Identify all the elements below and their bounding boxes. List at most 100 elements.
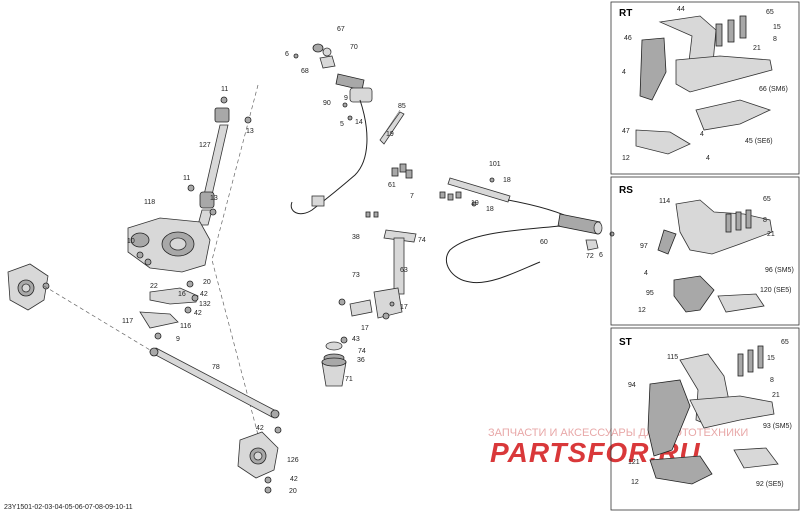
callout-main-39: 63 [400,267,408,274]
callout-main-17: 72 [586,253,594,260]
callout-st-1: 15 [767,355,775,362]
callout-main-7: 5 [340,121,344,128]
callout-main-37: 74 [418,237,426,244]
tie-rod-link-dashed [43,285,151,351]
callout-main-21: 13 [246,128,254,135]
callout-main-10: 61 [388,182,396,189]
callout-main-43: 36 [357,357,365,364]
callout-main-32: 117 [122,318,133,325]
callout-rt-2: 15 [773,24,781,31]
callout-main-11: 101 [489,161,501,168]
callout-st-5: 21 [772,392,780,399]
callout-main-41: 43 [352,336,360,343]
callout-main-14: 7 [410,193,414,200]
callout-rs-8: 120 (SE5) [760,287,792,294]
callout-main-49: 20 [289,488,297,495]
callout-rt-12: 4 [706,155,710,162]
callout-main-27: 20 [203,279,211,286]
variant-panels: RT RS ST [610,1,800,511]
callout-main-0: 67 [337,26,345,33]
callout-main-9: 19 [386,131,394,138]
callout-st-7: 121 [628,459,640,466]
callout-main-4: 90 [323,100,331,107]
callout-rt-6: 4 [622,69,626,76]
callout-main-13: 19 [471,200,479,207]
callout-st-9: 12 [631,479,639,486]
callout-st-8: 92 (SE5) [756,481,784,488]
callout-rt-4: 46 [624,35,632,42]
callout-rs-5: 4 [644,270,648,277]
callout-st-4: 94 [628,382,636,389]
callout-rs-0: 114 [659,198,670,205]
callout-main-33: 116 [180,323,191,330]
tie-rod [149,347,280,419]
callout-rs-9: 12 [638,307,646,314]
watermark: ЗАПЧАСТИ И АКСЕССУАРЫ ДЛЯ МОТОТЕХНИКИ PA… [488,427,748,468]
handlebar [379,109,405,145]
right-knuckle [237,426,282,494]
callout-main-34: 9 [176,336,180,343]
handlebar-top-parts [293,43,336,69]
callout-st-6: 93 (SM5) [763,423,792,430]
callout-main-30: 132 [199,301,211,308]
callout-main-8: 85 [398,103,406,110]
handlebar-right [447,177,576,221]
right-grip [445,213,615,284]
callout-main-40: 17 [400,304,408,311]
callout-rt-9: 47 [622,128,630,135]
rt-parts [635,15,773,155]
callout-main-28: 16 [178,291,186,298]
switch-parts [391,163,462,201]
panel-st-title: ST [619,337,632,348]
callout-main-29: 42 [200,291,208,298]
watermark-tagline: ЗАПЧАСТИ И АКСЕССУАРЫ ДЛЯ МОТОТЕХНИКИ [488,427,748,439]
callout-rs-7: 95 [646,290,654,297]
callout-main-22: 11 [183,175,190,182]
callout-main-24: 118 [144,199,155,206]
steering-post [321,211,417,387]
callout-main-23: 13 [210,195,218,202]
reference-dashed-line [211,84,263,451]
callout-main-1: 6 [285,51,289,58]
callout-rt-10: 45 (SE6) [745,138,773,145]
diagram-code: 23Y1501-02-03-04-05-06-07-08-09-10-11 [4,504,133,511]
callout-main-26: 22 [150,283,158,290]
callout-rt-5: 21 [753,45,761,52]
callout-rs-4: 21 [767,231,775,238]
callout-main-35: 78 [212,364,220,371]
callout-main-36: 38 [352,234,360,241]
callout-main-38: 73 [352,272,360,279]
callout-main-18: 6 [599,252,603,259]
st-parts [647,345,779,485]
callout-main-12: 18 [503,177,511,184]
steering-column [187,96,252,226]
panel-st [610,327,800,511]
callout-main-31: 42 [194,310,202,317]
callout-main-48: 42 [290,476,298,483]
callout-rt-0: 44 [677,6,685,13]
left-knuckle [7,263,50,311]
callout-rs-2: 8 [763,217,767,224]
callout-main-2: 70 [350,44,358,51]
panel-rt-title: RT [619,8,632,19]
left-grip-switch [290,73,389,215]
callout-rs-1: 65 [763,196,771,203]
callout-main-42: 74 [358,348,366,355]
callout-main-25: 10 [127,238,135,245]
callout-main-47: 126 [287,457,299,464]
panel-rs-title: RS [619,185,633,196]
callout-main-3: 68 [301,68,309,75]
callout-main-44: 71 [345,376,353,383]
callout-rt-11: 12 [622,155,630,162]
callout-main-20: 127 [199,142,211,149]
callout-rt-7: 66 (SM6) [759,86,788,93]
callout-main-5: 9 [344,95,348,102]
callout-main-45: 17 [361,325,369,332]
panel-rt [610,1,800,175]
callout-st-3: 8 [770,377,774,384]
